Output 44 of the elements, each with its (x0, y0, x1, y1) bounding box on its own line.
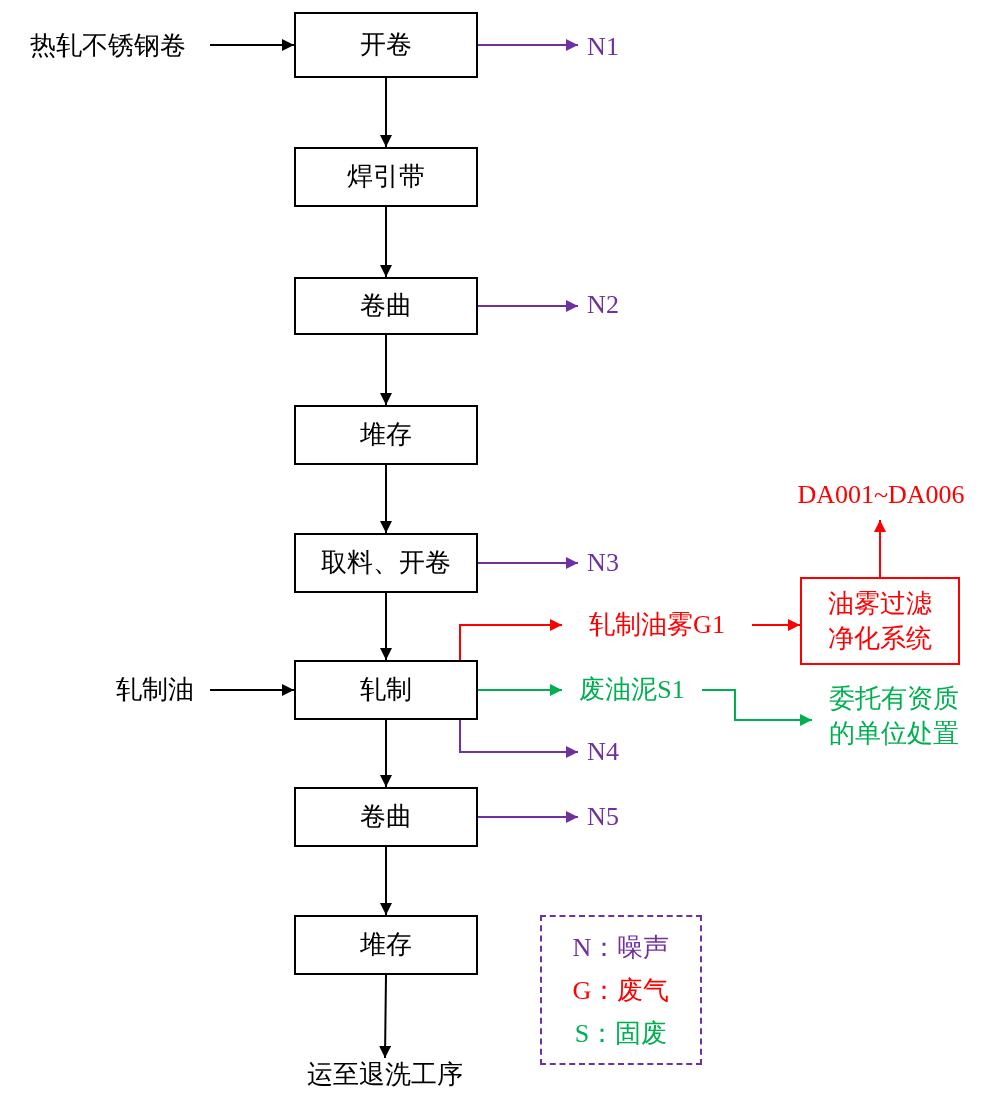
legend-entry: G：废气 (572, 974, 670, 1007)
legend-entry: S：固废 (574, 1017, 668, 1050)
node-label: N2 (587, 289, 619, 322)
arrow (209, 39, 295, 51)
arrow (477, 684, 563, 696)
process-box: 轧制 (294, 660, 478, 720)
arrow (380, 206, 392, 278)
arrow (380, 846, 392, 916)
node-label: N5 (587, 801, 619, 834)
process-box: 焊引带 (294, 147, 478, 207)
node-label: N1 (587, 31, 619, 64)
node-label: 废油泥S1 (579, 674, 685, 707)
arrow (874, 519, 886, 578)
arrow (477, 300, 579, 312)
node-label: 轧制油雾G1 (589, 609, 725, 642)
arrow (701, 689, 813, 726)
node-label: DA001~DA006 (797, 479, 965, 512)
arrow (459, 619, 563, 661)
node-label: N3 (587, 547, 619, 580)
arrow (209, 684, 295, 696)
arrow (477, 39, 579, 51)
node-label: N4 (587, 736, 619, 769)
arrow (380, 334, 392, 406)
node-label: 热轧不锈钢卷 (29, 30, 186, 63)
node-label: 委托有资质的单位处置 (828, 682, 960, 750)
process-box: 堆存 (294, 915, 478, 975)
legend-entry: N：噪声 (572, 931, 670, 964)
arrow (380, 719, 392, 788)
arrow (379, 974, 392, 1059)
arrow (380, 592, 392, 661)
process-box: 开卷 (294, 12, 478, 78)
process-box: 卷曲 (294, 277, 478, 335)
process-box: 油雾过滤净化系统 (800, 577, 960, 665)
node-label: 轧制油 (116, 674, 194, 707)
arrow (477, 811, 579, 823)
process-box: 取料、开卷 (294, 533, 478, 593)
process-box: 堆存 (294, 405, 478, 465)
arrow (751, 619, 801, 631)
arrow (459, 719, 579, 758)
arrow (477, 557, 579, 569)
node-label: 运至退洗工序 (307, 1059, 463, 1092)
arrow (380, 464, 392, 534)
process-box: 卷曲 (294, 787, 478, 847)
arrow (380, 77, 392, 148)
